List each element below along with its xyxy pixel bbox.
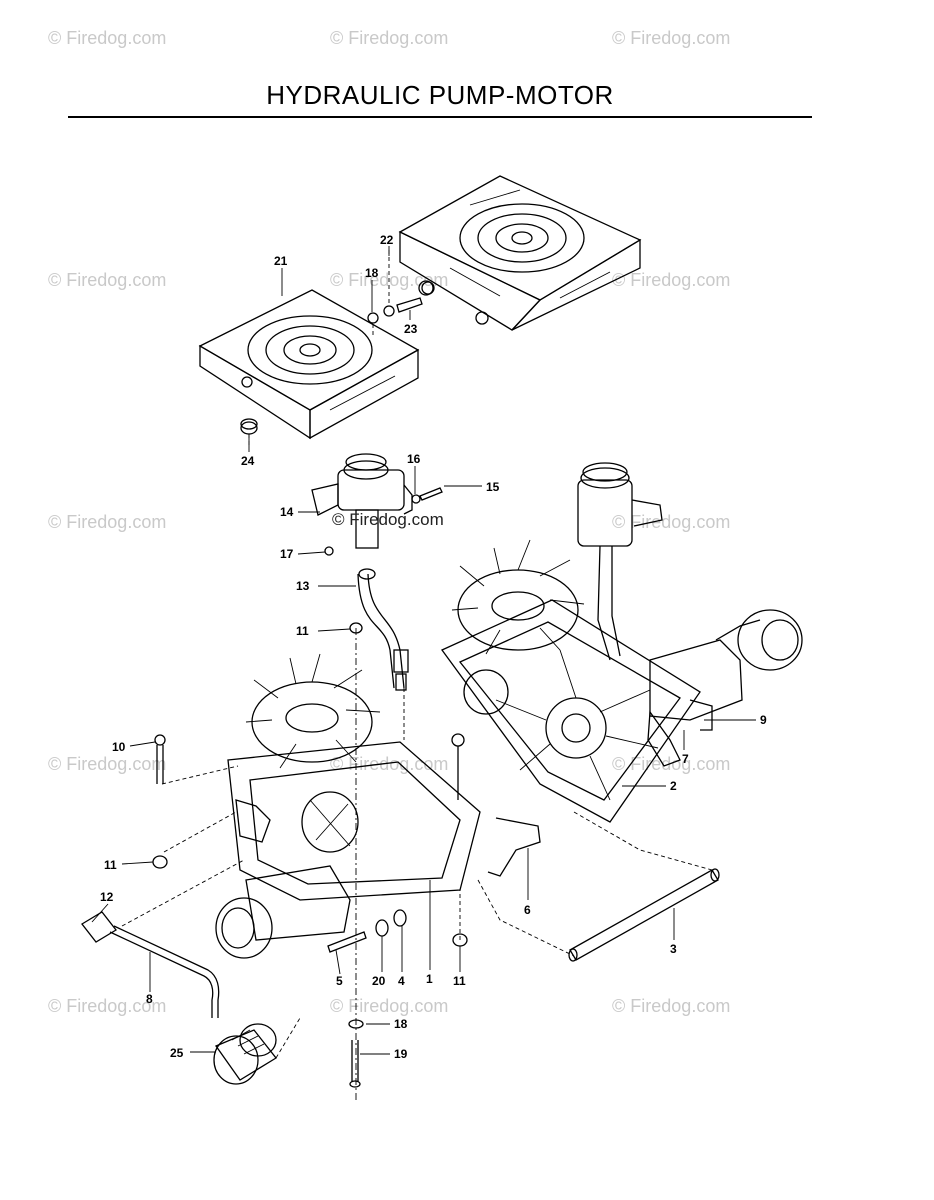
watermark: © Firedog.com — [48, 512, 167, 532]
leader-lines — [91, 246, 756, 1055]
assembly-line — [275, 1017, 301, 1059]
oil-filter-25 — [213, 1023, 277, 1085]
callout-6: 6 — [524, 903, 531, 917]
assembly-line — [161, 765, 239, 785]
washer-18-top — [367, 312, 379, 324]
callout-18-bottom: 18 — [394, 1017, 408, 1031]
callout-16: 16 — [407, 452, 421, 466]
watermark: © Firedog.com — [612, 996, 731, 1016]
callout-14: 14 — [280, 505, 294, 519]
title-rule — [68, 116, 812, 118]
assembly-line — [121, 859, 245, 927]
callout-11-top: 11 — [296, 624, 309, 638]
tie-rod-3 — [569, 869, 719, 961]
callout-3: 3 — [670, 942, 677, 956]
callout-5: 5 — [336, 974, 343, 988]
callout-11-bottom: 11 — [453, 974, 466, 988]
washer-4 — [393, 909, 407, 927]
watermark: © Firedog.com — [48, 996, 167, 1016]
callout-15: 15 — [486, 480, 500, 494]
bolt-5 — [327, 931, 367, 953]
watermark: © Firedog.com — [612, 512, 731, 532]
assembly-line — [163, 811, 237, 853]
callout-8: 8 — [146, 992, 153, 1006]
bolt-11-mid — [451, 733, 465, 747]
callout-1: 1 — [426, 972, 433, 986]
callout-11-left: 11 — [104, 858, 117, 872]
watermark: © Firedog.com — [48, 270, 167, 290]
linkage-rod-8 — [109, 931, 214, 1018]
watermark: © Firedog.com — [612, 270, 731, 290]
watermark: © Firedog.com — [48, 28, 167, 48]
hose-13 — [367, 573, 405, 689]
callout-9: 9 — [760, 713, 767, 727]
callout-21: 21 — [274, 254, 288, 268]
left-fan-shroud — [198, 289, 420, 440]
assembly-line — [477, 879, 575, 957]
callout-4: 4 — [398, 974, 405, 988]
callout-17: 17 — [280, 547, 294, 561]
nut-17 — [324, 546, 334, 556]
transaxle-right-2 — [441, 462, 803, 823]
transaxle-left-1 — [215, 653, 541, 959]
assembly-line — [573, 811, 713, 871]
center-watermark: © Firedog.com — [332, 510, 444, 529]
callout-10: 10 — [112, 740, 126, 754]
callout-20: 20 — [372, 974, 386, 988]
callout-13: 13 — [296, 579, 310, 593]
bolt-15 — [419, 487, 443, 501]
bolt-10 — [154, 734, 166, 746]
callout-22: 22 — [380, 233, 394, 247]
clip-12 — [81, 911, 117, 943]
page-title: HYDRAULIC PUMP-MOTOR — [266, 80, 614, 110]
watermark: © Firedog.com — [612, 28, 731, 48]
callout-7: 7 — [682, 752, 689, 766]
watermark: © Firedog.com — [330, 28, 449, 48]
callout-24: 24 — [241, 454, 255, 468]
callout-25: 25 — [170, 1046, 184, 1060]
bolt-23 — [396, 297, 423, 313]
reservoir-14 — [311, 453, 443, 556]
watermark: © Firedog.com — [612, 754, 731, 774]
right-fan-shroud — [398, 175, 642, 331]
callout-23: 23 — [404, 322, 418, 336]
callout-18-top: 18 — [365, 266, 379, 280]
callout-12: 12 — [100, 890, 114, 904]
callout-2: 2 — [670, 779, 677, 793]
watermark: © Firedog.com — [330, 996, 449, 1016]
watermark: © Firedog.com — [48, 754, 167, 774]
washer-20 — [375, 919, 389, 937]
washer-16 — [411, 494, 421, 504]
nut-11-left — [152, 855, 168, 869]
callout-19: 19 — [394, 1047, 408, 1061]
